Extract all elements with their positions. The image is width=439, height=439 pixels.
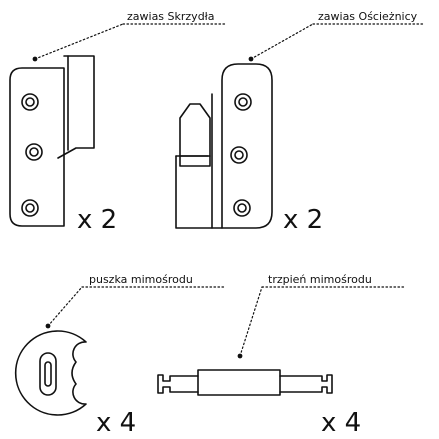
sash-hinge-quantity: x 2 [77,205,118,235]
leader-frame-hinge [248,23,426,62]
cam-pin-quantity: x 4 [321,408,362,438]
cam-housing [14,330,87,416]
leader-cam-pin [237,286,406,359]
frame-hinge-label: zawias Ościeżnicy [318,10,418,23]
sash-hinge-label: zawias Skrzydła [127,10,215,23]
cam-housing-label: puszka mimośrodu [89,273,193,286]
leader-sash-hinge [32,23,226,62]
cam-pin [157,369,333,396]
cam-housing-quantity: x 4 [96,408,137,438]
frame-hinge-quantity: x 2 [283,205,324,235]
sash-hinge [9,55,95,227]
frame-hinge [175,63,273,229]
leader-cam-housing [45,286,226,329]
cam-pin-label: trzpień mimośrodu [268,273,372,286]
